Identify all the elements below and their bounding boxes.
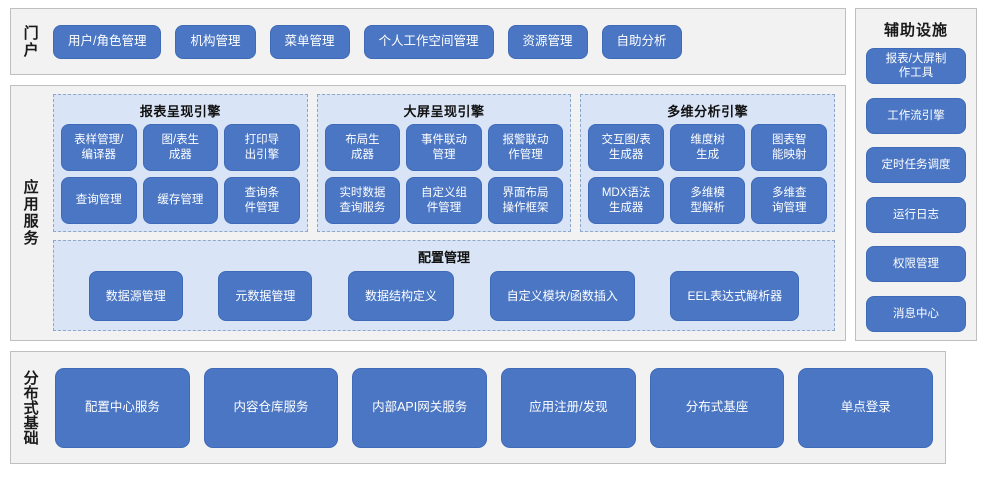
engine-group-bigscreen-title: 大屏呈现引擎	[403, 104, 485, 119]
portal-item-menu[interactable]: 菜单管理	[269, 24, 350, 59]
engine-group-bigscreen: 大屏呈现引擎 布局生 成器 事件联动 管理 报警联动 作管理 实时数据 查询服务…	[316, 94, 572, 232]
engine-item-report-print-export[interactable]: 打印导 出引擎	[224, 124, 300, 171]
infrastructure-item-list: 配置中心服务 内容仓库服务 内部API网关服务 应用注册/发现 分布式基座 单点…	[49, 352, 945, 463]
infra-item-distributed-base[interactable]: 分布式基座	[649, 367, 785, 448]
config-group-title: 配置管理	[417, 250, 470, 265]
auxiliary-section-title: 辅助设施	[883, 22, 948, 39]
engine-item-report-chart-generator[interactable]: 图/表生 成器	[142, 124, 219, 171]
portal-item-org[interactable]: 机构管理	[175, 24, 256, 59]
portal-section-label: 门户	[21, 24, 39, 59]
portal-item-workspace[interactable]: 个人工作空间管理	[363, 24, 494, 59]
config-item-metadata-mgmt[interactable]: 元数据管理	[218, 271, 313, 321]
engine-group-report-items: 表样管理/ 编译器 图/表生 成器 打印导 出引擎 查询管理 缓存管理 查询条 …	[61, 124, 300, 224]
portal-item-user-role[interactable]: 用户/角色管理	[53, 24, 162, 59]
engine-item-report-cache-mgmt[interactable]: 缓存管理	[142, 177, 219, 224]
app-services-section-label: 应用服务	[21, 179, 39, 247]
engine-group-olap: 多维分析引擎 交互图/表 生成器 维度树 生成 图表智 能映射 MDX语法 生成…	[580, 94, 836, 232]
aux-item-runtime-log[interactable]: 运行日志	[866, 196, 966, 233]
engine-group-report: 报表呈现引擎 表样管理/ 编译器 图/表生 成器 打印导 出引擎 查询管理 缓存…	[53, 94, 308, 232]
engine-item-bigscreen-ui-layout-framework[interactable]: 界面布局 操作框架	[487, 177, 564, 224]
config-group: 配置管理 数据源管理 元数据管理 数据结构定义 自定义模块/函数插入 EEL表达…	[53, 240, 835, 331]
engine-item-bigscreen-alarm-action[interactable]: 报警联动 作管理	[487, 124, 564, 171]
portal-section: 门户 用户/角色管理 机构管理 菜单管理 个人工作空间管理 资源管理 自助分析	[10, 8, 846, 75]
engine-item-olap-chart-mapping[interactable]: 图表智 能映射	[751, 124, 827, 171]
engine-group-report-title: 报表呈现引擎	[139, 104, 221, 119]
auxiliary-item-list: 报表/大屏制 作工具 工作流引擎 定时任务调度 运行日志 权限管理 消息中心	[866, 48, 966, 332]
engine-item-bigscreen-custom-component[interactable]: 自定义组 件管理	[406, 177, 482, 224]
infra-item-config-center[interactable]: 配置中心服务	[55, 367, 190, 448]
infra-item-content-repository[interactable]: 内容仓库服务	[203, 367, 339, 448]
engine-item-report-query-mgmt[interactable]: 查询管理	[61, 177, 137, 224]
engine-item-report-query-condition[interactable]: 查询条 件管理	[224, 177, 300, 224]
engine-item-olap-mdx-generator[interactable]: MDX语法 生成器	[588, 177, 664, 224]
infra-item-sso[interactable]: 单点登录	[798, 367, 934, 448]
engine-item-bigscreen-event-linkage[interactable]: 事件联动 管理	[406, 124, 482, 171]
config-item-datasource-mgmt[interactable]: 数据源管理	[88, 271, 183, 321]
app-services-section: 应用服务 报表呈现引擎 表样管理/ 编译器 图/表生 成器 打印导 出引擎 查询…	[10, 85, 846, 341]
app-services-content: 报表呈现引擎 表样管理/ 编译器 图/表生 成器 打印导 出引擎 查询管理 缓存…	[49, 86, 845, 340]
infrastructure-section: 分布式基础 配置中心服务 内容仓库服务 内部API网关服务 应用注册/发现 分布…	[10, 351, 946, 464]
engine-item-report-template-editor[interactable]: 表样管理/ 编译器	[61, 124, 137, 171]
infrastructure-section-label: 分布式基础	[21, 370, 39, 445]
config-item-data-structure-def[interactable]: 数据结构定义	[347, 271, 454, 321]
engine-item-olap-model-parser[interactable]: 多维模 型解析	[669, 177, 746, 224]
aux-item-permission-mgmt[interactable]: 权限管理	[866, 246, 966, 283]
config-item-custom-module-function[interactable]: 自定义模块/函数插入	[489, 271, 635, 321]
aux-item-scheduled-task[interactable]: 定时任务调度	[866, 147, 966, 184]
engine-item-olap-dimension-tree[interactable]: 维度树 生成	[669, 124, 746, 171]
aux-item-report-bigscreen-tool[interactable]: 报表/大屏制 作工具	[866, 48, 966, 84]
engine-group-olap-items: 交互图/表 生成器 维度树 生成 图表智 能映射 MDX语法 生成器 多维模 型…	[588, 124, 827, 224]
aux-item-message-center[interactable]: 消息中心	[866, 295, 966, 332]
infra-item-api-gateway[interactable]: 内部API网关服务	[352, 367, 488, 448]
auxiliary-section: 辅助设施 报表/大屏制 作工具 工作流引擎 定时任务调度 运行日志 权限管理 消…	[855, 8, 977, 341]
engine-item-bigscreen-layout-generator[interactable]: 布局生 成器	[324, 124, 401, 171]
portal-item-self-analysis[interactable]: 自助分析	[601, 24, 682, 59]
engine-item-olap-query-mgmt[interactable]: 多维查 询管理	[751, 177, 827, 224]
engine-group-row: 报表呈现引擎 表样管理/ 编译器 图/表生 成器 打印导 出引擎 查询管理 缓存…	[53, 94, 836, 232]
config-group-items: 数据源管理 元数据管理 数据结构定义 自定义模块/函数插入 EEL表达式解析器	[64, 271, 824, 321]
aux-item-workflow-engine[interactable]: 工作流引擎	[866, 97, 966, 134]
engine-item-bigscreen-realtime-query[interactable]: 实时数据 查询服务	[324, 177, 401, 224]
portal-item-resource[interactable]: 资源管理	[507, 24, 588, 59]
engine-group-bigscreen-items: 布局生 成器 事件联动 管理 报警联动 作管理 实时数据 查询服务 自定义组 件…	[324, 124, 564, 224]
engine-item-olap-interactive-chart[interactable]: 交互图/表 生成器	[588, 124, 664, 171]
portal-button-list: 用户/角色管理 机构管理 菜单管理 个人工作空间管理 资源管理 自助分析	[49, 9, 845, 74]
config-item-eel-expression-parser[interactable]: EEL表达式解析器	[670, 271, 800, 321]
infra-item-app-registry[interactable]: 应用注册/发现	[501, 367, 636, 448]
engine-group-olap-title: 多维分析引擎	[667, 104, 749, 119]
